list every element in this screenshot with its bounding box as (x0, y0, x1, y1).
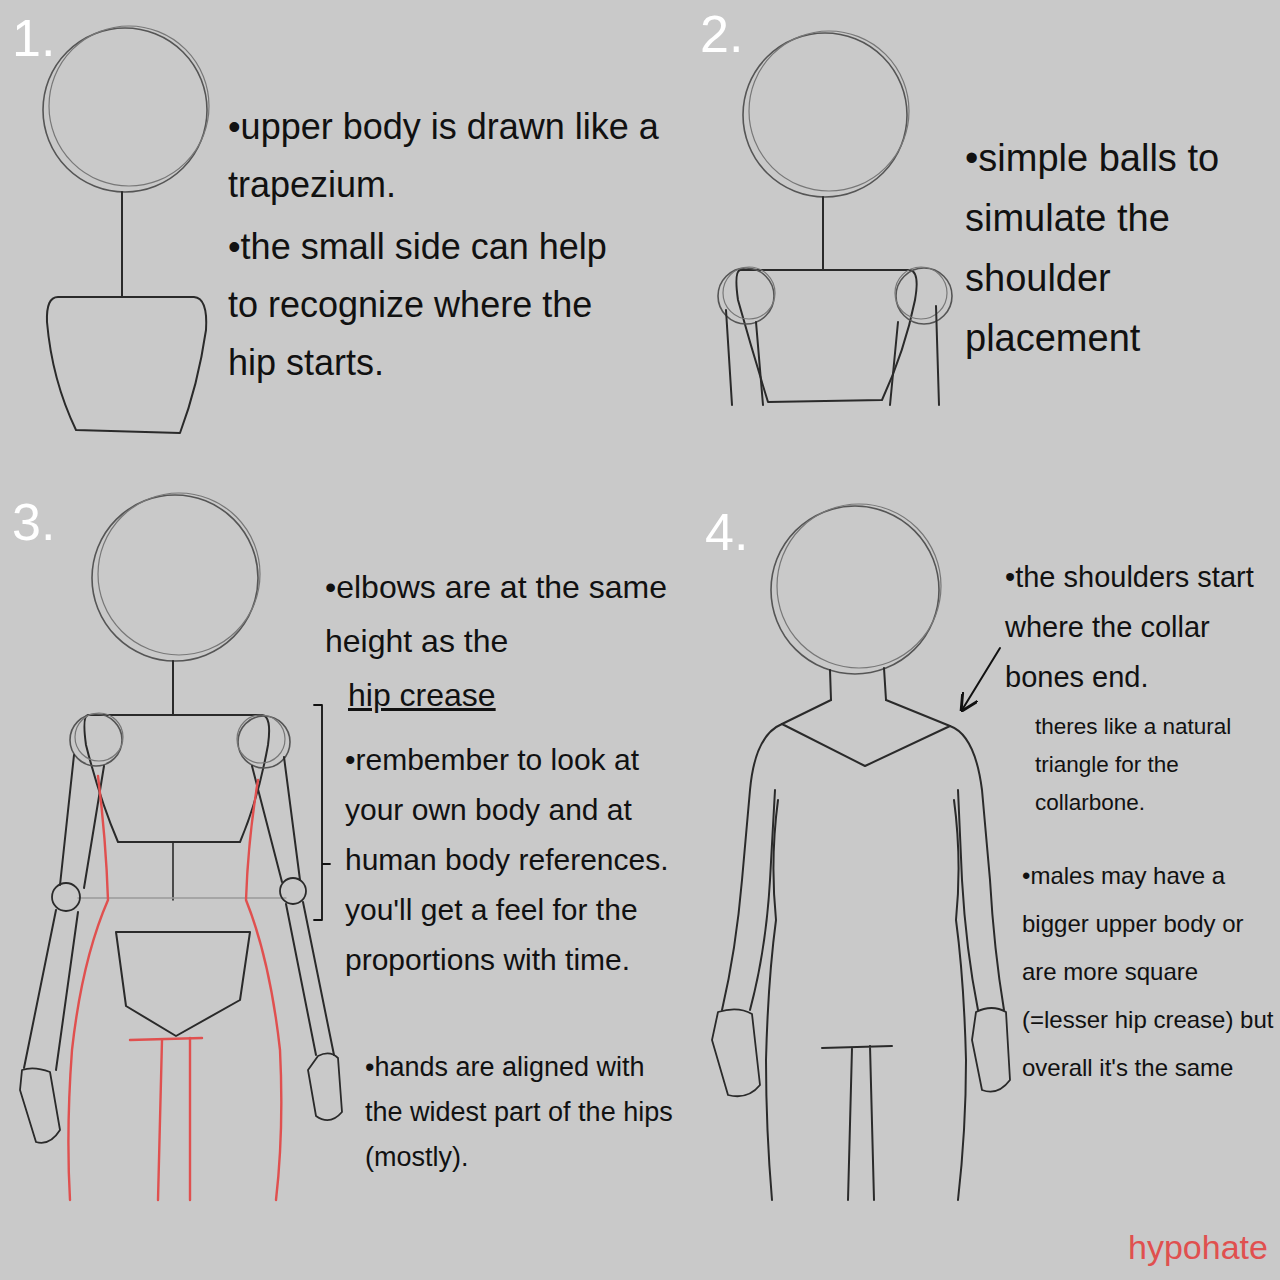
note-text: theres like a natural triangle for the c… (1035, 708, 1275, 821)
step-number: 2. (700, 4, 743, 64)
note-text: •rembember to look at your own body and … (345, 735, 685, 985)
note-text: •simple balls to simulate the shoulder p… (965, 128, 1245, 368)
note-text: •upper body is drawn like a trapezium. (228, 98, 678, 214)
note-text: hip crease (348, 668, 496, 722)
note-text: •the shoulders start where the collar bo… (1005, 552, 1273, 702)
panel-two-sketch (718, 31, 952, 405)
panel-four-sketch (712, 504, 1010, 1200)
step-number: 3. (12, 492, 55, 552)
note-text: •elbows are at the same height as the (325, 560, 685, 668)
note-text: •the small side can help to recognize wh… (228, 218, 623, 392)
step-number: 1. (12, 8, 55, 68)
step-number: 4. (705, 502, 748, 562)
note-text: •males may have a bigger upper body or a… (1022, 852, 1274, 1092)
note-text: •hands are aligned with the widest part … (365, 1045, 675, 1180)
panel-one-sketch (43, 26, 209, 433)
panel-three-sketch (20, 493, 342, 1200)
watermark: hypohate (1128, 1226, 1268, 1268)
